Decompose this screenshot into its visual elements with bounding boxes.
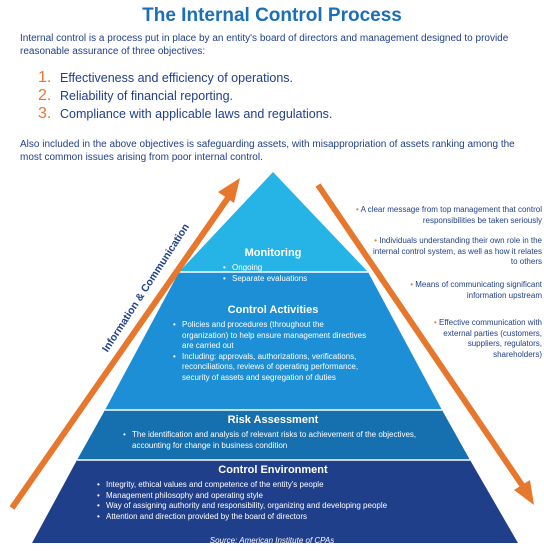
control-activities-title: Control Activities <box>227 304 319 316</box>
also-text: Also included in the above objectives is… <box>20 139 515 163</box>
objective-item: 2. Reliability of financial reporting. <box>38 87 518 105</box>
objective-text: Compliance with applicable laws and regu… <box>60 107 333 121</box>
control-environment-title: Control Environment <box>218 464 328 476</box>
info-comm-arrow-up-head <box>218 178 240 203</box>
objective-number: 1. <box>38 69 52 86</box>
list-item: Way of assigning authority and responsib… <box>96 501 456 512</box>
risk-assessment-title: Risk Assessment <box>227 414 319 426</box>
monitoring-list: Ongoing Separate evaluations <box>222 263 342 284</box>
list-item: Ongoing <box>222 263 342 274</box>
list-item: Separate evaluations <box>222 274 342 285</box>
objective-number: 3. <box>38 105 52 122</box>
layer-monitoring <box>179 172 368 272</box>
bullet-icon: • <box>410 280 416 289</box>
monitoring-title: Monitoring <box>244 247 302 259</box>
side-note: • Individuals understanding their own ro… <box>373 236 542 266</box>
objective-text: Reliability of financial reporting. <box>60 89 234 103</box>
info-comm-arrow-up-shaft <box>9 193 233 510</box>
side-note: • Means of communicating significant inf… <box>410 280 542 300</box>
list-item: Management philosophy and operating styl… <box>96 491 456 502</box>
objective-item: 1. Effectiveness and efficiency of opera… <box>38 69 518 87</box>
control-activities-list: Policies and procedures (throughout the … <box>172 320 372 383</box>
info-comm-arrow-down-head <box>514 480 534 505</box>
bullet-icon: • <box>433 318 439 327</box>
list-item: Policies and procedures (throughout the … <box>172 320 372 352</box>
bullet-icon: • <box>355 205 361 214</box>
objective-number: 2. <box>38 87 52 104</box>
risk-assessment-list: The identification and analysis of relev… <box>122 430 432 451</box>
list-item: The identification and analysis of relev… <box>122 430 432 451</box>
objective-text: Effectiveness and efficiency of operatio… <box>60 71 294 85</box>
intro-text: Internal control is a process put in pla… <box>20 33 509 57</box>
objectives-list: 1. Effectiveness and efficiency of opera… <box>38 69 518 123</box>
bullet-icon: • <box>374 236 380 245</box>
list-item: Attention and direction provided by the … <box>96 512 456 523</box>
page-title: The Internal Control Process <box>142 5 402 26</box>
side-note: • Effective communication with external … <box>433 318 542 359</box>
objective-item: 3. Compliance with applicable laws and r… <box>38 105 518 123</box>
list-item: Integrity, ethical values and competence… <box>96 480 456 491</box>
info-comm-arrow-down-shaft <box>315 183 527 490</box>
source-caption: Source: American Institute of CPAs <box>209 536 335 545</box>
control-environment-list: Integrity, ethical values and competence… <box>96 480 456 522</box>
list-item: Including: approvals, authorizations, ve… <box>172 352 372 384</box>
side-note: • A clear message from top management th… <box>355 205 542 225</box>
